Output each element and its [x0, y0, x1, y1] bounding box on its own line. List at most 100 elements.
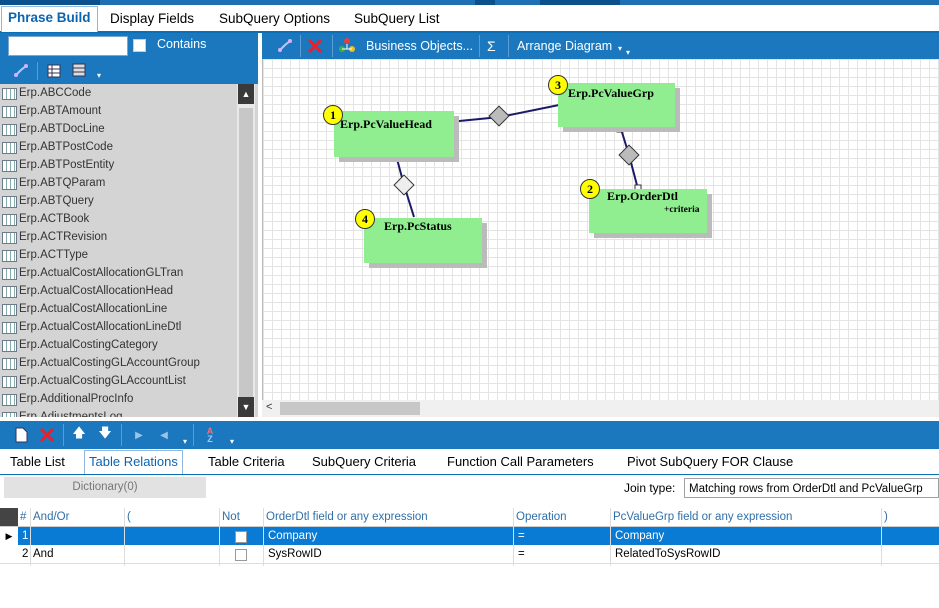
diagram-table-pcstatus[interactable]: Erp.PcStatus	[364, 218, 482, 263]
scroll-left-icon[interactable]: <	[266, 401, 273, 413]
business-object-list: Erp.ABCCode Erp.ABTAmount Erp.ABTDocLine…	[0, 84, 237, 417]
dropdown-arrow-icon[interactable]: ▾	[96, 70, 101, 80]
diagram-table-pcvaluegrp[interactable]: Erp.PcValueGrp	[558, 83, 675, 127]
table-options-icon[interactable]	[70, 61, 88, 79]
operation-cell[interactable]: =	[518, 548, 525, 560]
join-type-select[interactable]: Matching rows from OrderDtl and PcValueG…	[684, 478, 939, 498]
move-up-icon[interactable]: 🡅	[72, 425, 86, 440]
tab-phrase-build[interactable]: Phrase Build	[1, 6, 98, 32]
relation-icon[interactable]	[276, 37, 294, 55]
diagram-hscrollbar[interactable]: <	[262, 400, 939, 417]
join-diamond[interactable]	[488, 105, 510, 127]
dropdown-arrow-icon[interactable]: ▾	[625, 47, 630, 57]
list-item[interactable]: Erp.ABTPostCode	[0, 138, 237, 156]
table-number-badge: 2	[580, 179, 600, 199]
tab-pivot-subquery[interactable]: Pivot SubQuery FOR Clause	[627, 454, 794, 469]
column-header-not[interactable]: Not	[222, 511, 240, 523]
row-selector-icon[interactable]: ▶	[0, 527, 18, 545]
not-checkbox[interactable]	[235, 549, 247, 561]
list-item[interactable]: Erp.AdjustmentsLog	[0, 408, 237, 417]
list-item[interactable]: Erp.ABTQParam	[0, 174, 237, 192]
list-item[interactable]: Erp.ABTDocLine	[0, 120, 237, 138]
indent-right-icon[interactable]: ▶	[135, 429, 143, 441]
table-row[interactable]	[0, 545, 939, 564]
move-down-icon[interactable]: 🡇	[98, 425, 112, 440]
tab-display-fields[interactable]: Display Fields	[110, 11, 195, 26]
left-toolbar: ▾	[0, 58, 258, 84]
dictionary-button[interactable]: Dictionary(0)	[4, 477, 206, 498]
tab-subquery-criteria[interactable]: SubQuery Criteria	[312, 454, 417, 469]
indent-left-icon[interactable]: ◀	[160, 429, 168, 441]
tab-table-criteria[interactable]: Table Criteria	[208, 454, 285, 469]
column-header-right-field[interactable]: PcValueGrp field or any expression	[613, 511, 793, 523]
left-field-cell[interactable]: SysRowID	[268, 548, 322, 560]
list-item[interactable]: Erp.ActualCostAllocationHead	[0, 282, 237, 300]
join-diamond[interactable]	[393, 174, 415, 196]
diagram-table-orderdtl[interactable]: Erp.OrderDtl +criteria	[589, 189, 707, 233]
list-item[interactable]: Erp.ABTPostEntity	[0, 156, 237, 174]
arrange-diagram-button[interactable]: Arrange Diagram	[517, 39, 613, 53]
list-item[interactable]: Erp.ACTRevision	[0, 228, 237, 246]
list-item[interactable]: Erp.ActualCostingGLAccountGroup	[0, 354, 237, 372]
new-icon[interactable]	[12, 426, 30, 444]
list-item[interactable]: Erp.ActualCostAllocationGLTran	[0, 264, 237, 282]
scroll-thumb[interactable]	[280, 402, 420, 415]
search-input[interactable]	[8, 36, 128, 56]
column-header-andor[interactable]: And/Or	[33, 511, 70, 523]
tab-subquery-options[interactable]: SubQuery Options	[219, 11, 331, 26]
column-header-close-paren[interactable]: )	[884, 511, 888, 523]
contains-checkbox[interactable]	[133, 39, 146, 52]
list-scrollbar[interactable]: ▲ ▼	[237, 84, 255, 417]
business-objects-button[interactable]: Business Objects...	[366, 39, 473, 53]
sum-button[interactable]: Σ	[487, 38, 496, 54]
not-checkbox[interactable]	[235, 531, 247, 543]
tab-table-relations[interactable]: Table Relations	[84, 450, 183, 474]
left-field-cell[interactable]: Company	[268, 530, 318, 542]
diagram-toolbar: Business Objects... Σ Arrange Diagram ▾ …	[262, 33, 939, 59]
list-item[interactable]: Erp.ACTBook	[0, 210, 237, 228]
table-row[interactable]	[18, 527, 939, 545]
operation-cell[interactable]: =	[518, 530, 525, 542]
scroll-up-icon[interactable]: ▲	[238, 84, 254, 104]
right-field-cell[interactable]: RelatedToSysRowID	[615, 548, 721, 560]
tab-table-list[interactable]: Table List	[10, 454, 65, 469]
dropdown-arrow-icon[interactable]: ▾	[229, 436, 234, 446]
right-field-cell[interactable]: Company	[615, 530, 665, 542]
query-diagram[interactable]: Erp.PcValueHead 1 Erp.PcValueGrp 3 Erp.O…	[262, 59, 939, 400]
column-header-operation[interactable]: Operation	[516, 511, 567, 523]
delete-icon[interactable]	[306, 37, 324, 55]
relation-icon[interactable]	[12, 62, 30, 80]
dropdown-arrow-icon[interactable]: ▾	[182, 436, 187, 446]
table-icon	[2, 322, 17, 334]
row-number: 1	[22, 530, 29, 542]
tab-function-call-parameters[interactable]: Function Call Parameters	[447, 454, 594, 469]
list-item[interactable]: Erp.ActualCostingGLAccountList	[0, 372, 237, 390]
list-item[interactable]: Erp.AdditionalProcInfo	[0, 390, 237, 408]
column-divider	[219, 508, 220, 566]
table-icon	[2, 286, 17, 298]
list-item[interactable]: Erp.ActualCostingCategory	[0, 336, 237, 354]
tab-subquery-list[interactable]: SubQuery List	[354, 11, 440, 26]
join-diamond[interactable]	[618, 144, 640, 166]
dropdown-arrow-icon[interactable]: ▾	[617, 43, 622, 53]
andor-cell[interactable]: And	[33, 548, 54, 560]
business-objects-icon[interactable]	[338, 37, 356, 55]
list-item[interactable]: Erp.ACTType	[0, 246, 237, 264]
table-number-badge: 1	[323, 105, 343, 125]
table-icon	[2, 304, 17, 316]
list-item[interactable]: Erp.ABTAmount	[0, 102, 237, 120]
table-name: Erp.OrderDtl	[607, 189, 678, 203]
list-item[interactable]: Erp.ActualCostAllocationLineDtl	[0, 318, 237, 336]
scroll-down-icon[interactable]: ▼	[238, 397, 254, 417]
column-header-open-paren[interactable]: (	[127, 511, 131, 523]
grid-view-icon[interactable]	[45, 62, 63, 80]
column-header-num[interactable]: #	[20, 511, 27, 523]
list-item[interactable]: Erp.ABCCode	[0, 84, 237, 102]
scroll-thumb[interactable]	[239, 108, 253, 398]
list-item[interactable]: Erp.ABTQuery	[0, 192, 237, 210]
diagram-table-pcvaluehead[interactable]: Erp.PcValueHead	[334, 111, 454, 157]
column-header-left-field[interactable]: OrderDtl field or any expression	[266, 511, 428, 523]
delete-icon[interactable]	[38, 426, 56, 444]
list-item[interactable]: Erp.ActualCostAllocationLine	[0, 300, 237, 318]
